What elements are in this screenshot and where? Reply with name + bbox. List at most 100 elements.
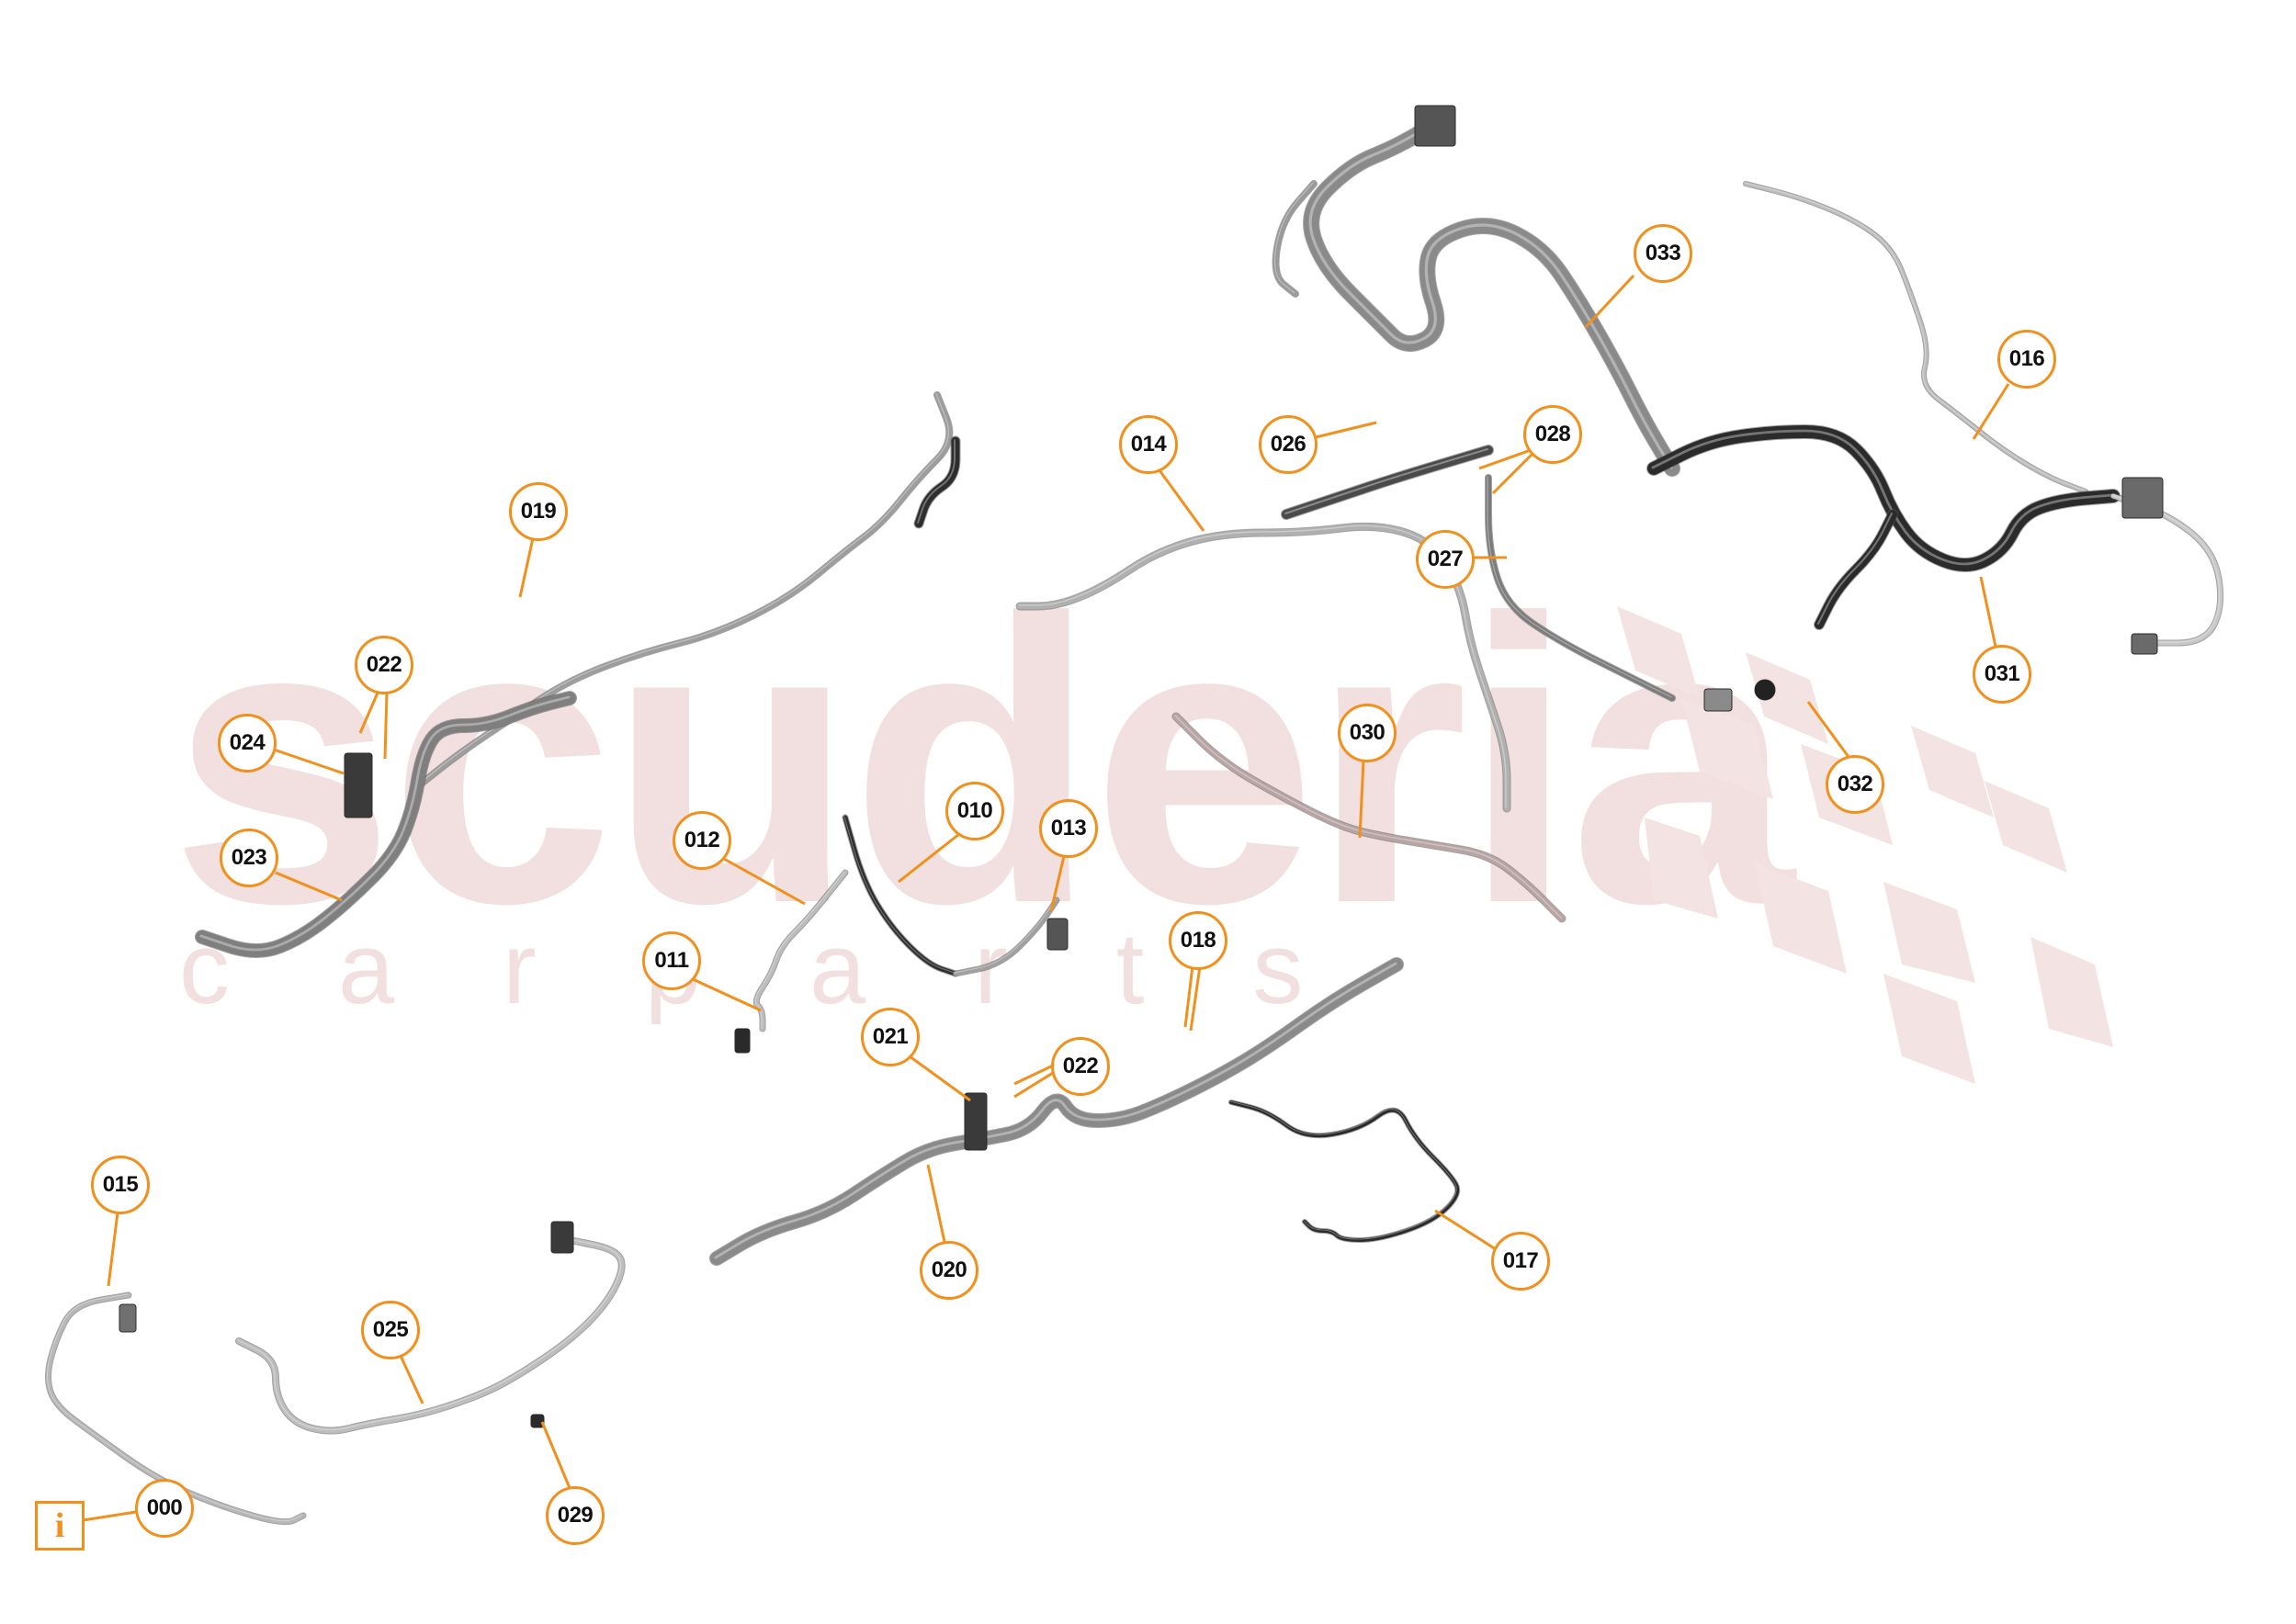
callout-033[interactable]: 033 (1634, 224, 1692, 283)
callout-016[interactable]: 016 (1997, 330, 2056, 389)
leader-line-014 (1158, 469, 1205, 532)
callout-031[interactable]: 031 (1973, 645, 2031, 704)
callout-number: 022 (366, 652, 402, 677)
callout-number: 022 (1062, 1054, 1099, 1078)
checker-cell (1755, 863, 1847, 974)
callout-number: 015 (102, 1172, 139, 1197)
checker-cell (1645, 818, 1718, 919)
trunk-harness-015 (46, 1292, 306, 1525)
rear-harness-017 (1229, 1100, 1460, 1242)
callout-027[interactable]: 027 (1416, 530, 1475, 589)
checker-cell (1681, 698, 1773, 799)
leader-line-019 (518, 537, 535, 598)
watermark-brand: scuderia (170, 536, 1794, 987)
door-harness-010 (843, 815, 958, 976)
callout-017[interactable]: 017 (1491, 1232, 1550, 1291)
checker-cell (1746, 652, 1828, 744)
ecu-connector (1414, 105, 1456, 147)
callout-number: 028 (1534, 422, 1571, 446)
leader-line-022 (383, 692, 389, 760)
leader-line-033 (1584, 274, 1635, 329)
callout-015[interactable]: 015 (91, 1156, 150, 1214)
callout-000[interactable]: 000 (135, 1479, 194, 1538)
callout-number: 024 (229, 730, 266, 755)
callout-011[interactable]: 011 (642, 931, 701, 990)
fusebox-connector (2121, 477, 2164, 519)
callout-022[interactable]: 022 (355, 636, 413, 694)
left-harness-023 (196, 692, 576, 957)
leader-line-026 (1315, 421, 1377, 439)
connector-029 (530, 1414, 545, 1428)
callout-number: 019 (520, 499, 557, 524)
callout-number: 030 (1349, 720, 1386, 745)
leader-line-030 (1358, 760, 1365, 839)
callout-012[interactable]: 012 (673, 811, 731, 870)
leader-line-021 (909, 1054, 971, 1102)
callout-026[interactable]: 026 (1259, 415, 1318, 474)
info-icon[interactable]: i (35, 1501, 85, 1551)
callout-number: 020 (931, 1257, 967, 1282)
leader-line-025 (399, 1355, 424, 1404)
front-right-harness-016 (1744, 182, 2087, 493)
rear-harness-020 (710, 958, 1403, 1265)
checker-cell (1883, 974, 1975, 1084)
callout-032[interactable]: 032 (1826, 755, 1884, 814)
grommet-032 (1754, 679, 1776, 701)
callout-018[interactable]: 018 (1169, 911, 1227, 970)
leader-line-011 (692, 977, 762, 1012)
callout-number: 025 (372, 1317, 409, 1342)
leader-line-018 (1183, 965, 1194, 1028)
floor-harness-014c (1016, 523, 1510, 812)
leader-line-023 (275, 871, 343, 902)
leader-line-012 (723, 857, 806, 906)
callout-022[interactable]: 022 (1051, 1037, 1110, 1096)
connector-015 (119, 1303, 137, 1333)
callout-030[interactable]: 030 (1338, 704, 1397, 762)
callout-number: 032 (1837, 772, 1873, 796)
callout-023[interactable]: 023 (220, 829, 278, 887)
leader-line-000 (76, 1510, 137, 1523)
callout-014[interactable]: 014 (1119, 415, 1178, 474)
callout-025[interactable]: 025 (361, 1301, 420, 1359)
callout-013[interactable]: 013 (1039, 799, 1098, 858)
callout-number: 010 (956, 798, 993, 823)
callout-019[interactable]: 019 (509, 482, 568, 541)
checker-cell (1985, 781, 2067, 873)
center-harness-026 (1282, 445, 1493, 519)
bracket-021 (964, 1092, 988, 1151)
leader-line-013 (1049, 855, 1066, 912)
front-main-harness-031b (1815, 510, 1897, 629)
connector-016 (2131, 633, 2158, 655)
callout-number: 016 (2008, 346, 2045, 371)
callout-number: 031 (1984, 661, 2020, 686)
leader-line-022 (1013, 1064, 1054, 1086)
checker-cell (1883, 882, 1975, 983)
engine-bay-main-harness-033 (1304, 112, 1680, 476)
callout-number: 012 (684, 828, 720, 852)
leader-line-020 (926, 1164, 946, 1243)
callout-number: 027 (1427, 547, 1464, 571)
callout-number: 033 (1645, 241, 1681, 265)
callout-020[interactable]: 020 (920, 1241, 978, 1300)
callout-number: 026 (1270, 432, 1306, 457)
leader-line-032 (1806, 701, 1850, 758)
callout-010[interactable]: 010 (945, 782, 1004, 840)
leader-line-022 (1013, 1071, 1054, 1099)
callout-number: 014 (1130, 432, 1167, 457)
callout-024[interactable]: 024 (218, 714, 277, 773)
engine-bay-branch-033a (1272, 181, 1317, 297)
info-glyph: i (54, 1506, 65, 1545)
callout-028[interactable]: 028 (1523, 405, 1582, 464)
connector-032 (1703, 688, 1733, 712)
callout-029[interactable]: 029 (546, 1486, 605, 1545)
bracket-024 (344, 752, 373, 818)
callout-021[interactable]: 021 (861, 1008, 920, 1066)
leader-line-018 (1189, 965, 1202, 1032)
callout-number: 017 (1502, 1248, 1539, 1273)
leader-line-029 (540, 1421, 571, 1489)
leader-line-031 (1979, 576, 1997, 648)
